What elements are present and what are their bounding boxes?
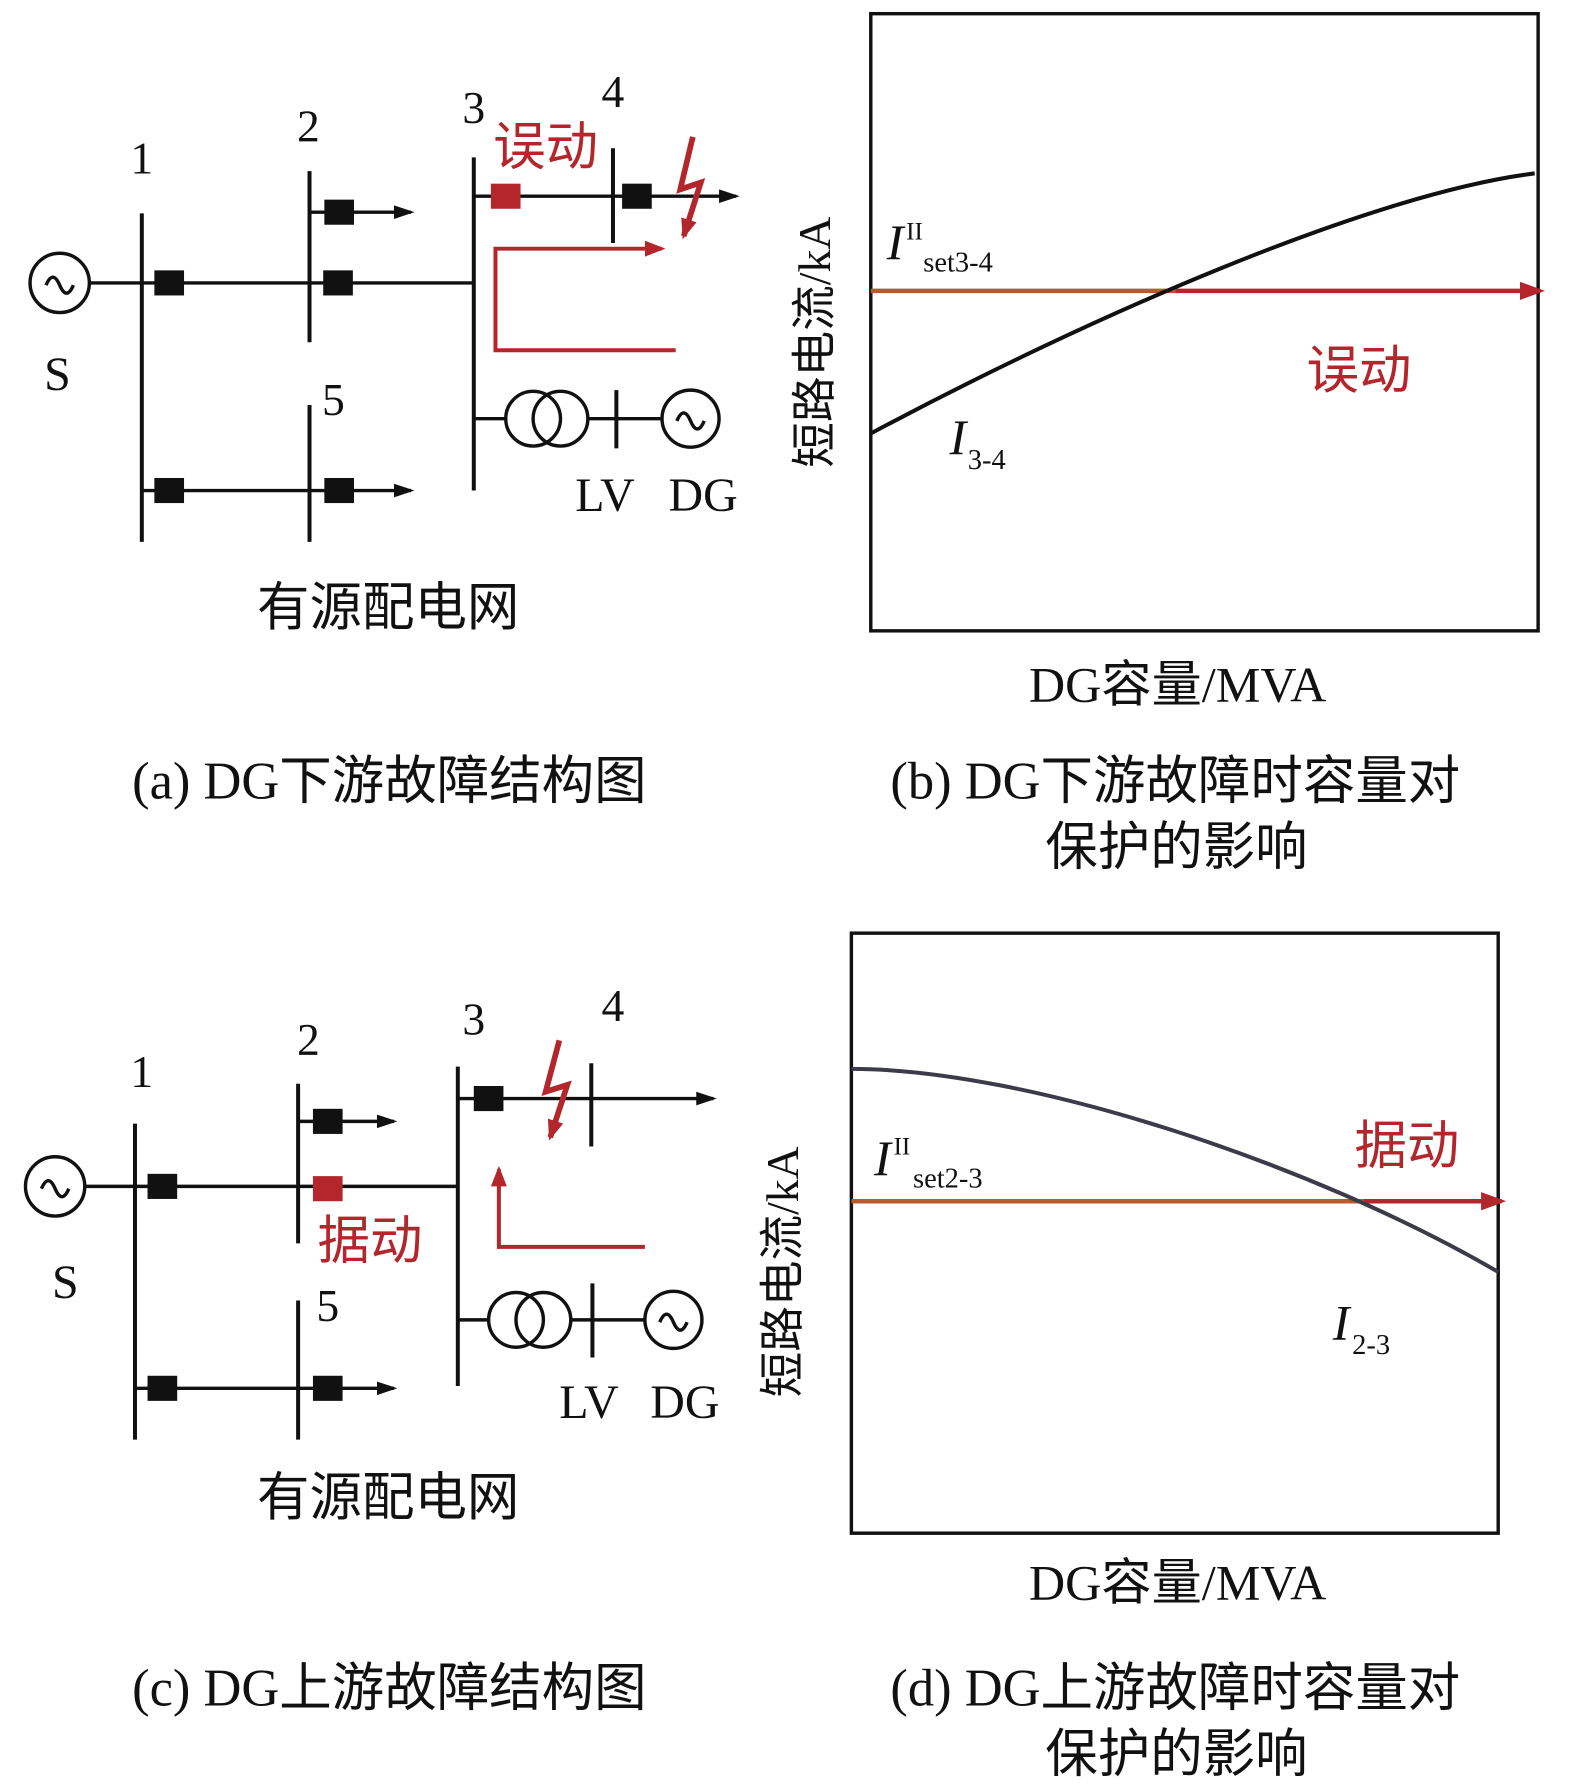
bus-5-label: 5	[316, 1280, 339, 1331]
short-circuit-current-curve	[851, 1066, 1500, 1274]
sine-wave-icon	[658, 1312, 689, 1332]
setting-label: I II set3-4	[886, 214, 993, 279]
setting-symbol: I	[873, 1130, 893, 1186]
network-label: 有源配电网	[257, 1469, 519, 1527]
dg-generator-icon	[643, 1289, 704, 1351]
panel-b-caption-line2: 保护的影响	[1045, 819, 1307, 877]
refusal-label: 据动	[1354, 1118, 1459, 1176]
panel-d-chart: I II set2-3 I 2-3 据动 短路电流/kA DG容量/MVA (d…	[757, 931, 1507, 1784]
bus-3-label: 3	[462, 82, 485, 133]
short-circuit-current-curve	[869, 171, 1535, 436]
sine-wave-icon	[44, 275, 75, 295]
refusal-label: 据动	[318, 1212, 423, 1270]
bus-3-label: 3	[462, 994, 485, 1045]
breaker-1-5	[154, 477, 185, 504]
breaker-3-4-maloperation	[490, 183, 521, 209]
fault-lightning-icon	[541, 1039, 572, 1141]
breaker-bus-4	[622, 183, 652, 209]
dg-fault-current-arrow	[493, 240, 676, 353]
dg-fault-current-arrow	[490, 1165, 645, 1249]
lv-label: LV	[559, 1376, 619, 1429]
current-subscript: 2-3	[1352, 1330, 1390, 1361]
sine-wave-icon	[39, 1179, 71, 1199]
breaker-1-2	[147, 1173, 178, 1199]
setting-symbol: I	[886, 214, 906, 270]
transformer-winding-icon	[504, 389, 563, 448]
chart-d-frame	[849, 931, 1500, 1535]
bus-4-label: 4	[602, 66, 625, 117]
fault-lightning-icon	[676, 136, 706, 240]
chart-b-frame	[869, 11, 1540, 633]
network-label: 有源配电网	[257, 579, 519, 637]
current-subscript: 3-4	[968, 445, 1006, 476]
breaker-3-4	[473, 1086, 504, 1112]
panel-c-network-diagram: S 1 2 据动 5 3 4 LV DG 有源配电网	[23, 980, 719, 1717]
y-axis-label: 短路电流/kA	[757, 1146, 808, 1397]
lv-label: LV	[575, 469, 635, 522]
x-axis-label: DG容量/MVA	[1029, 657, 1326, 713]
x-axis-label: DG容量/MVA	[1029, 1554, 1326, 1610]
maloperation-label: 误动	[493, 118, 598, 176]
panel-c-caption: (c) DG上游故障结构图	[132, 1659, 646, 1717]
setting-subscript: set3-4	[923, 248, 993, 279]
breaker-bus-2-load	[312, 1108, 343, 1134]
bus-1-label: 1	[130, 1046, 153, 1097]
source-label: S	[44, 348, 71, 401]
breaker-1-2	[154, 270, 185, 296]
bus-5-label: 5	[322, 374, 345, 425]
breaker-bus-5-load	[324, 477, 355, 504]
transformer-winding-icon	[486, 1290, 546, 1349]
current-symbol: I	[948, 409, 968, 465]
current-label: I 2-3	[1332, 1294, 1390, 1361]
current-symbol: I	[1332, 1294, 1352, 1350]
bus-4-label: 4	[602, 980, 625, 1031]
breaker-bus-5-load	[312, 1375, 343, 1401]
setting-superscript: II	[906, 219, 923, 246]
bus-1-label: 1	[130, 132, 153, 183]
panel-b-caption-line1: (b) DG下游故障时容量对	[890, 753, 1460, 811]
panel-b-chart: I II set3-4 I 3-4 误动 短路电流/kA DG容量/MVA (b…	[789, 11, 1545, 877]
setting-label: I II set2-3	[873, 1130, 982, 1195]
current-label: I 3-4	[948, 409, 1005, 476]
sine-wave-icon	[675, 411, 706, 431]
breaker-2-3	[323, 270, 353, 296]
panel-a-caption: (a) DG下游故障结构图	[132, 753, 646, 811]
breaker-2-3-refusal	[312, 1176, 343, 1202]
setting-subscript: set2-3	[913, 1164, 983, 1195]
breaker-bus-2-load	[324, 199, 355, 225]
dg-label: DG	[650, 1376, 719, 1429]
source-label: S	[52, 1256, 79, 1309]
bus-2-label: 2	[297, 100, 320, 151]
dg-generator-icon	[660, 388, 721, 449]
panel-a-network-diagram: S 1 2 5 3 4 误动 LV DG 有源配电	[28, 66, 740, 811]
panel-d-caption-line2: 保护的影响	[1045, 1726, 1307, 1784]
bus-2-label: 2	[297, 1014, 320, 1065]
dg-label: DG	[668, 469, 737, 522]
maloperation-label: 误动	[1307, 342, 1412, 400]
y-axis-label: 短路电流/kA	[789, 217, 840, 468]
breaker-1-5	[147, 1375, 178, 1401]
setting-superscript: II	[894, 1133, 911, 1160]
panel-d-caption-line1: (d) DG上游故障时容量对	[890, 1659, 1460, 1717]
